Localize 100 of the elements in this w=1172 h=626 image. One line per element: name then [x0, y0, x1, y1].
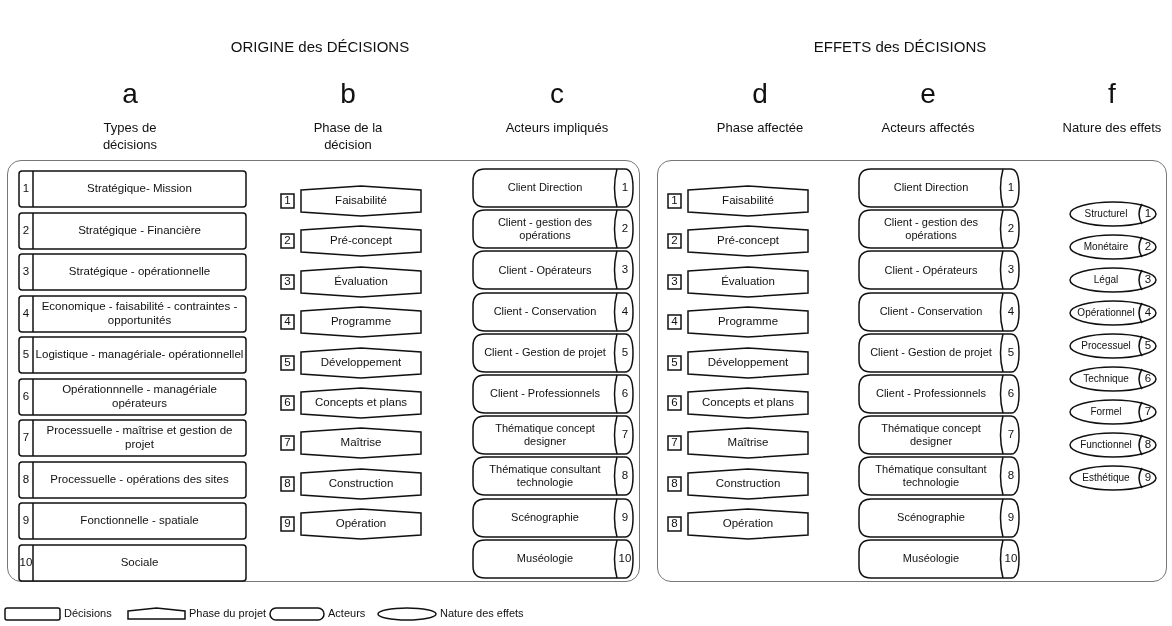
- item-label: Développement: [707, 355, 789, 370]
- item-label: Processuelle - maîtrise et gestion de projet: [45, 424, 234, 452]
- item-label: Programme: [330, 315, 392, 330]
- column-letter: a: [122, 78, 138, 110]
- item-label: Stratégique - opérationnelle: [68, 265, 211, 279]
- item-label: Functionnel: [1080, 439, 1132, 451]
- column-heading: Phase de la décision: [312, 120, 384, 154]
- item-number: 8: [671, 476, 678, 491]
- item-number: 3: [671, 274, 678, 289]
- item-number: 4: [284, 315, 291, 330]
- actor-box: [859, 169, 1019, 207]
- decision-box: [19, 420, 246, 456]
- legend-label: Phase du projet: [189, 607, 267, 619]
- decision-box: [19, 544, 246, 581]
- phase-hexagon: [668, 509, 808, 540]
- item-number: 5: [284, 355, 291, 370]
- column-letter: e: [920, 78, 936, 110]
- item-label: Muséologie: [902, 552, 960, 566]
- item-label: Client - gestion des opérations: [882, 216, 980, 243]
- item-number: 9: [284, 517, 291, 532]
- item-number: 7: [621, 428, 629, 443]
- item-label: Faisabilité: [722, 194, 774, 208]
- item-label: Développement: [320, 355, 402, 370]
- item-label: Pré-concept: [717, 234, 779, 249]
- item-label: Logistique - managériale- opérationnellel: [35, 348, 244, 362]
- decision-box: [19, 254, 246, 290]
- item-label: Client - gestion des opérations: [496, 216, 594, 243]
- phase-hexagon: [281, 428, 421, 459]
- column-heading: Types de décisions: [101, 120, 159, 154]
- item-label: Opération: [335, 517, 387, 532]
- item-number: 3: [284, 274, 291, 289]
- item-number: 9: [621, 510, 629, 525]
- column-heading: Acteurs affectés: [880, 120, 976, 137]
- section-heading: ORIGINE des DÉCISIONS: [230, 38, 410, 55]
- phase-hexagon: [668, 186, 808, 216]
- actor-box: [859, 375, 1019, 413]
- effect-ellipse: [1070, 433, 1156, 457]
- item-label: Fonctionnelle - spatiale: [80, 514, 199, 528]
- item-label: Client - Gestion de projet: [870, 346, 992, 360]
- phase-hexagon: [281, 347, 421, 378]
- actor-box: [473, 498, 633, 537]
- item-label: Scénographie: [897, 511, 965, 525]
- item-label: Monétaire: [1083, 241, 1129, 253]
- decision-box: [19, 295, 246, 332]
- item-number: 7: [1144, 405, 1152, 419]
- section-heading: EFFETS des DÉCISIONS: [813, 38, 987, 55]
- decision-box: [19, 461, 246, 498]
- item-label: Thématique consultant technologie: [874, 463, 988, 490]
- column-heading: Acteurs impliqués: [504, 120, 610, 137]
- item-label: Opérationnel: [1077, 307, 1135, 319]
- phase-hexagon: [281, 266, 421, 297]
- phase-hexagon: [668, 307, 808, 338]
- phase-hexagon: [668, 388, 808, 418]
- item-label: Technique: [1083, 373, 1129, 385]
- item-number: 2: [671, 234, 678, 249]
- item-label: Légal: [1093, 274, 1119, 286]
- item-label: Thématique concept designer: [494, 422, 596, 449]
- item-number: 5: [671, 355, 678, 370]
- legend-label: Décisions: [64, 607, 112, 619]
- decision-box: [19, 378, 246, 415]
- actor-box: [473, 539, 633, 578]
- column-heading: Phase affectée: [715, 120, 805, 137]
- effect-ellipse: [1070, 367, 1156, 391]
- item-label: Thématique concept designer: [880, 422, 982, 449]
- item-number: 5: [621, 345, 629, 360]
- item-label: Client - Conservation: [493, 305, 597, 319]
- item-label: Stratégique - Financière: [78, 223, 201, 238]
- item-label: Structurel: [1084, 208, 1128, 220]
- phase-hexagon: [281, 186, 421, 216]
- item-number: 2: [22, 223, 30, 238]
- item-number: 1: [284, 194, 291, 208]
- item-number: 4: [621, 304, 629, 319]
- item-label: Client - Opérateurs: [498, 263, 592, 277]
- phase-hexagon: [281, 307, 421, 338]
- phase-hexagon: [668, 468, 808, 499]
- item-label: Client - Conservation: [879, 305, 983, 319]
- item-number: 5: [22, 348, 30, 362]
- phase-hexagon: [281, 388, 421, 418]
- item-number: 9: [22, 514, 30, 528]
- item-number: 3: [22, 265, 30, 279]
- item-number: 1: [1007, 181, 1015, 195]
- item-number: 6: [1007, 387, 1015, 401]
- item-label: Client - Gestion de projet: [484, 346, 606, 360]
- item-label: Évaluation: [721, 274, 775, 289]
- item-number: 9: [1007, 510, 1015, 525]
- item-number: 8: [671, 517, 678, 532]
- item-number: 6: [284, 396, 291, 410]
- item-label: Processuel: [1081, 340, 1131, 352]
- actor-box: [859, 416, 1019, 455]
- item-number: 4: [1144, 306, 1152, 320]
- item-number: 3: [1007, 263, 1015, 278]
- decision-box: [19, 337, 246, 373]
- item-number: 7: [22, 431, 30, 445]
- actor-box: [859, 457, 1019, 496]
- item-label: Opération: [722, 517, 774, 532]
- item-number: 3: [621, 263, 629, 278]
- item-number: 2: [621, 222, 629, 237]
- actor-box: [859, 498, 1019, 537]
- item-label: Esthétique: [1082, 472, 1130, 484]
- item-number: 10: [19, 555, 33, 570]
